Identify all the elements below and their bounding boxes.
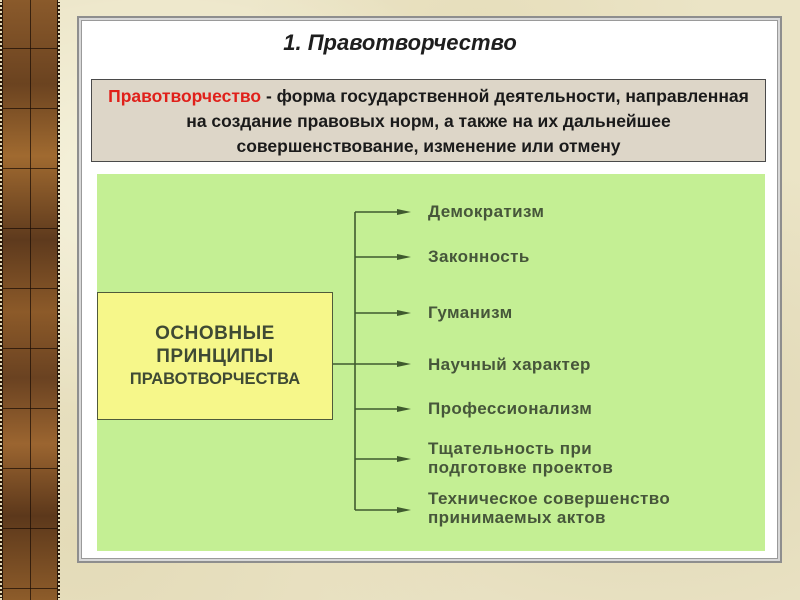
slide-title: 1. Правотворчество: [283, 30, 517, 55]
definition-box: Правотворчество - форма государственной …: [91, 79, 766, 162]
principle-label-line-2: подготовке проектов: [428, 458, 614, 477]
root-node: ОСНОВНЫЕ ПРИНЦИПЫ ПРАВОТВОРЧЕСТВА: [97, 292, 333, 420]
root-node-line-1: ОСНОВНЫЕ: [155, 322, 275, 344]
principle-label: Научный характер: [428, 355, 591, 374]
principle-technical-perfection: Техническое совершенство принимаемых акт…: [428, 489, 670, 527]
root-node-line-3: ПРАВОТВОРЧЕСТВА: [129, 369, 301, 388]
principle-democratism: Демократизм: [428, 202, 544, 221]
principle-label: Законность: [428, 247, 530, 266]
principle-thoroughness: Тщательность при подготовке проектов: [428, 439, 613, 477]
root-node-line-2: ПРИНЦИПЫ: [156, 345, 274, 367]
definition-term: Правотворчество: [108, 86, 262, 106]
principle-label-line-1: Тщательность при: [428, 439, 593, 458]
principle-label-line-2: принимаемых актов: [428, 508, 606, 527]
principle-label: Гуманизм: [428, 303, 513, 322]
principle-label: Демократизм: [428, 202, 545, 221]
principle-humanism: Гуманизм: [428, 303, 513, 322]
definition-text: - форма государственной деятельности, на…: [186, 86, 749, 156]
principle-professionalism: Профессионализм: [428, 399, 592, 418]
principle-label: Профессионализм: [428, 399, 593, 418]
principle-label-line-1: Техническое совершенство: [428, 489, 671, 508]
decorative-side-strip: [0, 0, 60, 600]
principle-scientific: Научный характер: [428, 355, 591, 374]
principle-legality: Законность: [428, 247, 530, 266]
